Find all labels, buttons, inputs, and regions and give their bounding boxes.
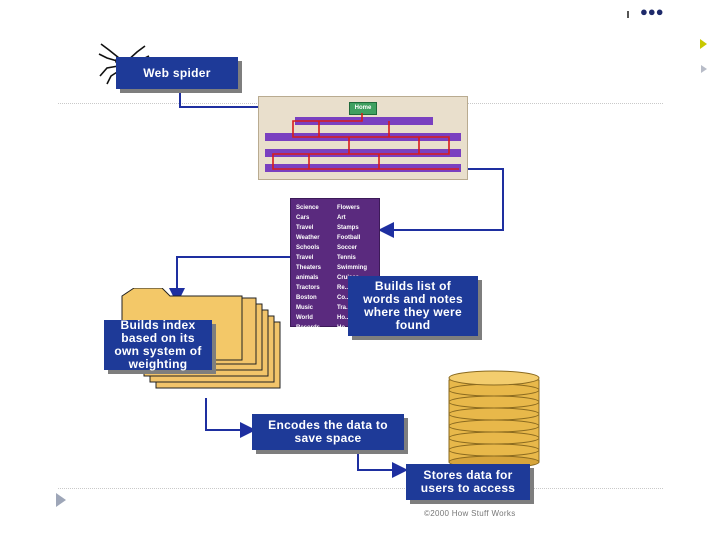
word-list-item: Swimming — [337, 265, 368, 271]
word-list-item: Schools — [296, 245, 320, 251]
word-list-item: Tennis — [337, 255, 356, 261]
small-triangle-icon — [701, 65, 707, 73]
word-list-item: Theaters — [296, 265, 322, 271]
web-spider-label: Web spider — [143, 65, 211, 80]
site-nav-row-1 — [295, 117, 433, 125]
home-tab: Home — [349, 102, 377, 115]
word-list-item: Co... — [337, 295, 350, 301]
database-disk-stack-icon — [448, 370, 540, 468]
word-list-item: Stamps — [337, 225, 359, 231]
word-list-item: Ho... — [337, 325, 350, 331]
word-list-item: Travel — [296, 225, 314, 231]
arrow-list-to-index — [169, 256, 290, 304]
word-list-item: Flowers — [337, 205, 360, 211]
arrow-index-to-encode — [205, 398, 256, 438]
slide-dots-decoration: ●●● — [640, 4, 664, 19]
stores-label: Stores data for users to access — [420, 468, 516, 495]
word-list-item: Re... — [337, 285, 350, 291]
builds-list-label: Builds list of words and notes where the… — [363, 279, 463, 332]
word-list-item: Travel — [296, 255, 314, 261]
word-list-item: Soccer — [337, 245, 358, 251]
word-list-item: Art — [337, 215, 346, 221]
encodes-box: Encodes the data to save space — [252, 414, 404, 450]
site-row-4 — [265, 164, 461, 172]
word-list-item: Science — [296, 205, 319, 211]
web-spider-box: Web spider — [116, 57, 238, 89]
home-label: Home — [354, 105, 372, 111]
site-link-paths — [272, 113, 459, 170]
website-thumbnail: Home — [258, 96, 468, 180]
bullet-triangle-icon — [56, 493, 66, 507]
word-list-item: Tra... — [337, 305, 352, 311]
word-list-item: World — [296, 315, 313, 321]
arrow-encode-to-store — [357, 447, 408, 478]
builds-list-box: Builds list of words and notes where the… — [348, 276, 478, 336]
copyright-text: ©2000 How Stuff Works — [424, 509, 516, 518]
word-list-item: Boston — [296, 295, 317, 301]
builds-index-label: Builds index based on its own system of … — [114, 318, 202, 371]
word-list-item: Cars — [296, 215, 310, 221]
word-list-item: Records — [296, 325, 321, 331]
accent-triangle-icon — [700, 39, 707, 49]
word-list-item: Ho... — [337, 315, 350, 321]
builds-index-box: Builds index based on its own system of … — [104, 318, 212, 371]
word-list-item: animals — [296, 275, 319, 281]
arrow-site-to-list — [378, 168, 504, 238]
encodes-label: Encodes the data to save space — [268, 418, 388, 445]
word-list-item: Music — [296, 305, 314, 311]
top-tick — [627, 11, 629, 18]
site-row-3 — [265, 149, 461, 157]
word-list-item: Tractors — [296, 285, 320, 291]
stores-box: Stores data for users to access — [406, 464, 530, 500]
bottom-divider — [58, 488, 663, 489]
word-list-item: Weather — [296, 235, 320, 241]
word-list-item: Football — [337, 235, 361, 241]
